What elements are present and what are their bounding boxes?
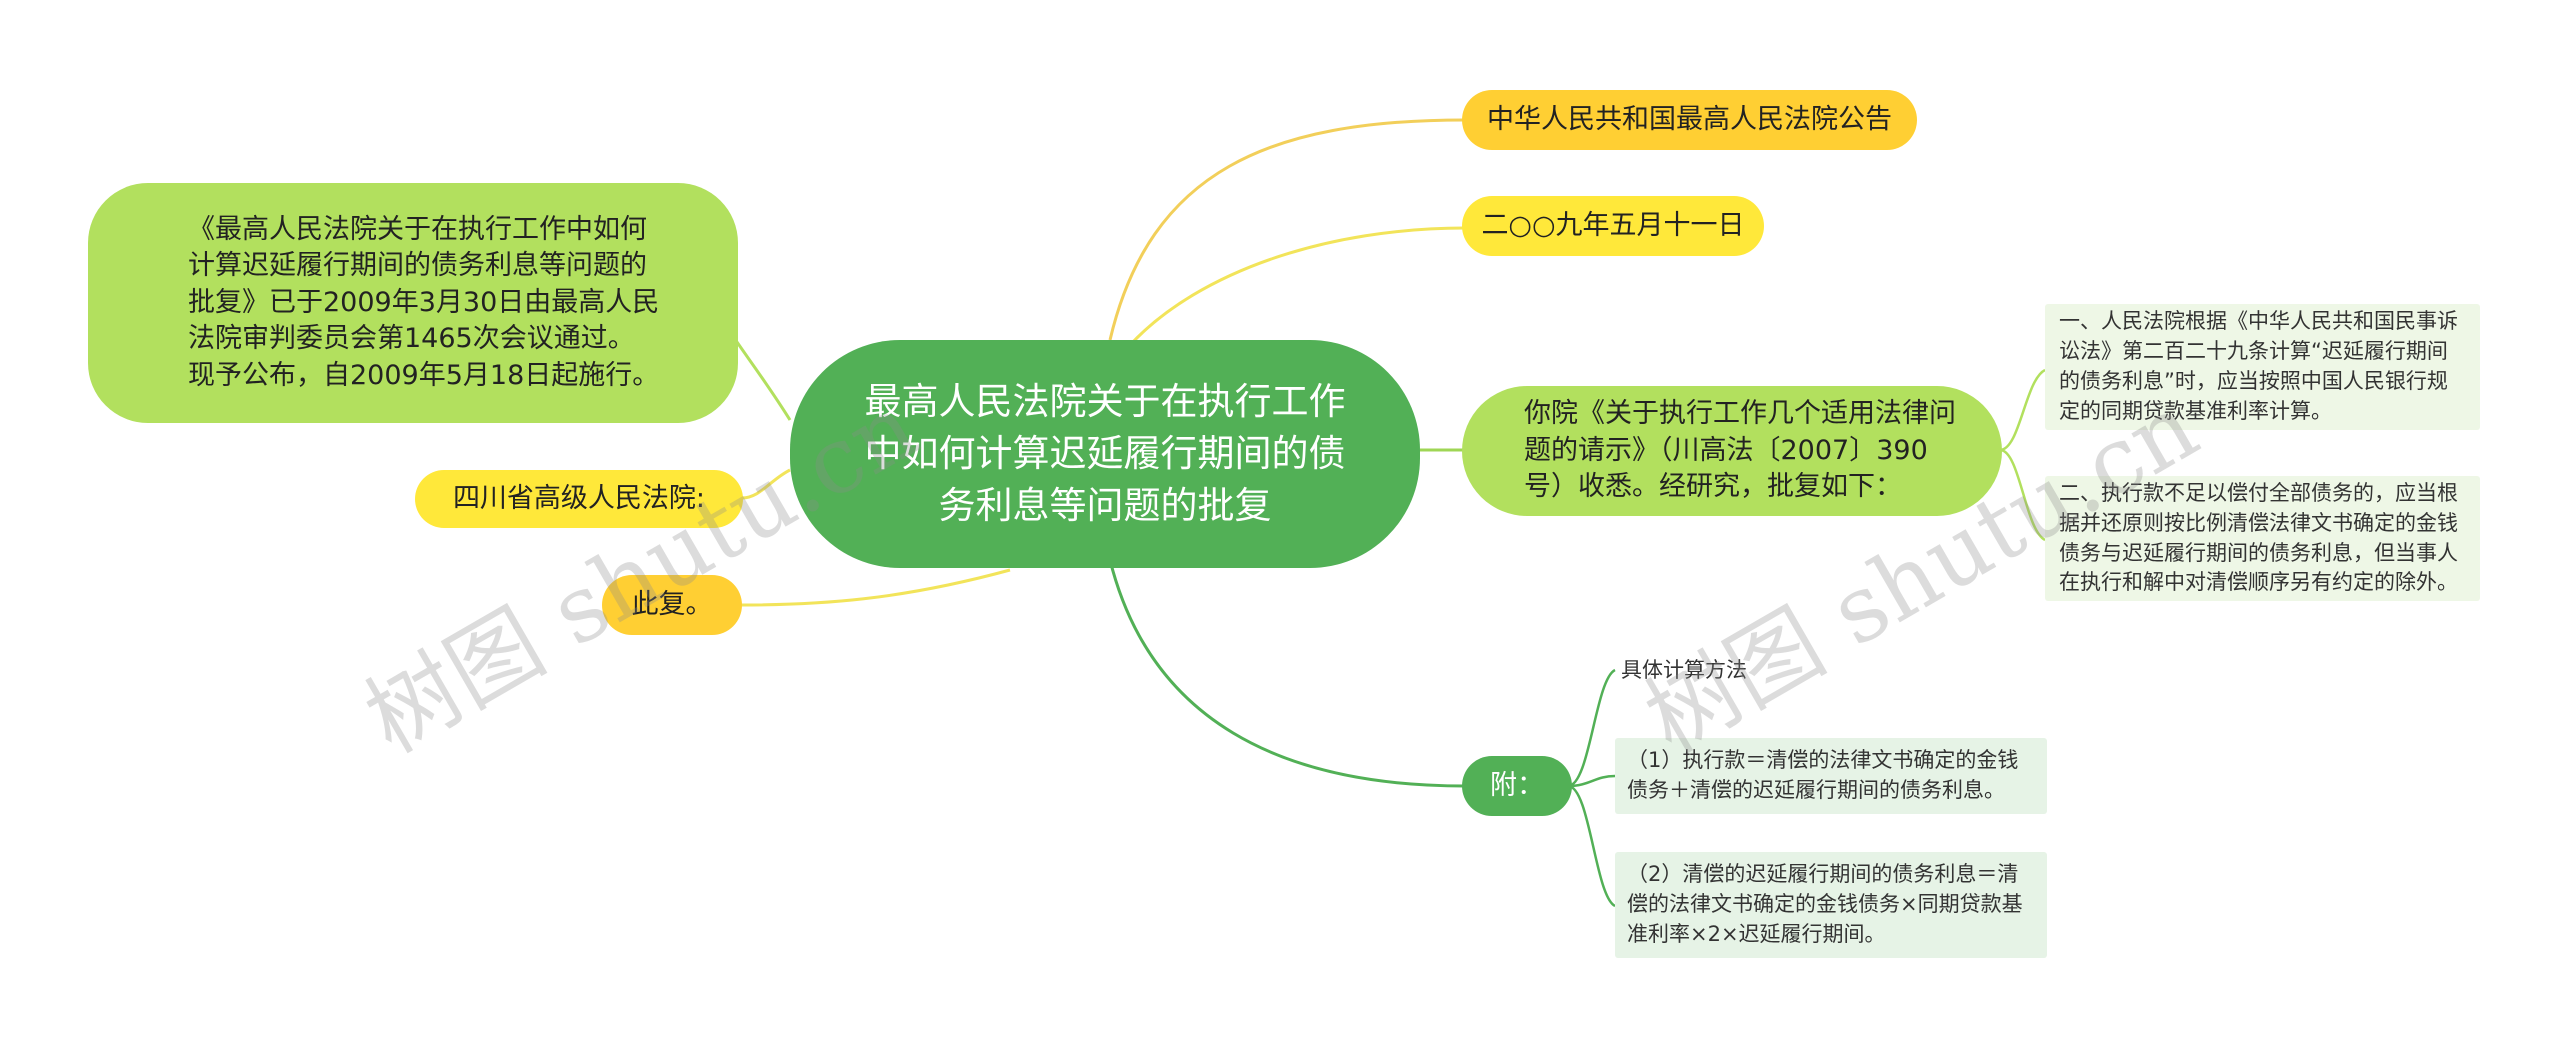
appendix-label: 附： xyxy=(1490,769,1544,801)
date-node[interactable]: 二○○九年五月十一日 xyxy=(1462,196,1764,256)
connector-appendix-item3 xyxy=(1567,784,1616,908)
closing-node[interactable]: 此复。 xyxy=(602,575,742,635)
reply-item-2[interactable]: 二、执行款不足以偿付全部债务的，应当根据并还原则按比例清偿法律文书确定的金钱债务… xyxy=(2045,476,2480,601)
reply-item-2-text: 二、执行款不足以偿付全部债务的，应当根据并还原则按比例清偿法律文书确定的金钱债务… xyxy=(2059,480,2458,595)
reply-item-1[interactable]: 一、人民法院根据《中华人民共和国民事诉讼法》第二百二十九条计算“迟延履行期间的债… xyxy=(2045,304,2480,430)
appendix-item-2-text: （1）执行款＝清偿的法律文书确定的金钱债务＋清偿的迟延履行期间的债务利息。 xyxy=(1627,748,2019,802)
connector-reply-item2 xyxy=(1999,448,2046,542)
addressee-text: 四川省高级人民法院: xyxy=(452,482,706,514)
connector-appendix xyxy=(1108,559,1466,788)
center-topic-node[interactable]: 最高人民法院关于在执行工作中如何计算迟延履行期间的债务利息等问题的批复 xyxy=(790,340,1420,568)
reply-item-1-text: 一、人民法院根据《中华人民共和国民事诉讼法》第二百二十九条计算“迟延履行期间的债… xyxy=(2059,309,2458,423)
announcement-text: 《最高人民法院关于在执行工作中如何计算迟延履行期间的债务利息等问题的批复》已于2… xyxy=(188,213,660,391)
connector-addressee xyxy=(741,468,791,500)
center-topic-text: 最高人民法院关于在执行工作中如何计算迟延履行期间的债务利息等问题的批复 xyxy=(864,380,1346,527)
reply-intro-text: 你院《关于执行工作几个适用法律问题的请示》（川高法〔2007〕390号）收悉。经… xyxy=(1524,398,1956,503)
connector-date xyxy=(1128,226,1466,347)
addressee-node[interactable]: 四川省高级人民法院: xyxy=(415,470,743,528)
appendix-node[interactable]: 附： xyxy=(1462,756,1572,816)
appendix-item-1[interactable]: 具体计算方法 xyxy=(1615,652,1815,688)
appendix-item-2[interactable]: （1）执行款＝清偿的法律文书确定的金钱债务＋清偿的迟延履行期间的债务利息。 xyxy=(1615,738,2047,814)
connector-closing xyxy=(739,568,1011,607)
appendix-item-3-text: （2）清偿的迟延履行期间的债务利息＝清偿的法律文书确定的金钱债务×同期贷款基准利… xyxy=(1627,862,2023,946)
connector-reply-item1 xyxy=(1999,368,2046,452)
issuer-text: 中华人民共和国最高人民法院公告 xyxy=(1487,103,1892,135)
connector-issuer xyxy=(1108,118,1466,341)
issuer-node[interactable]: 中华人民共和国最高人民法院公告 xyxy=(1462,90,1917,150)
appendix-item-3[interactable]: （2）清偿的迟延履行期间的债务利息＝清偿的法律文书确定的金钱债务×同期贷款基准利… xyxy=(1615,852,2047,958)
connector-appendix-item1 xyxy=(1567,668,1616,788)
reply-intro-node[interactable]: 你院《关于执行工作几个适用法律问题的请示》（川高法〔2007〕390号）收悉。经… xyxy=(1462,386,2002,516)
closing-text: 此复。 xyxy=(631,588,713,620)
connector-appendix-item2 xyxy=(1567,774,1616,788)
appendix-item-1-text: 具体计算方法 xyxy=(1621,657,1747,682)
date-text: 二○○九年五月十一日 xyxy=(1481,209,1745,241)
announcement-node[interactable]: 《最高人民法院关于在执行工作中如何计算迟延履行期间的债务利息等问题的批复》已于2… xyxy=(88,183,738,423)
